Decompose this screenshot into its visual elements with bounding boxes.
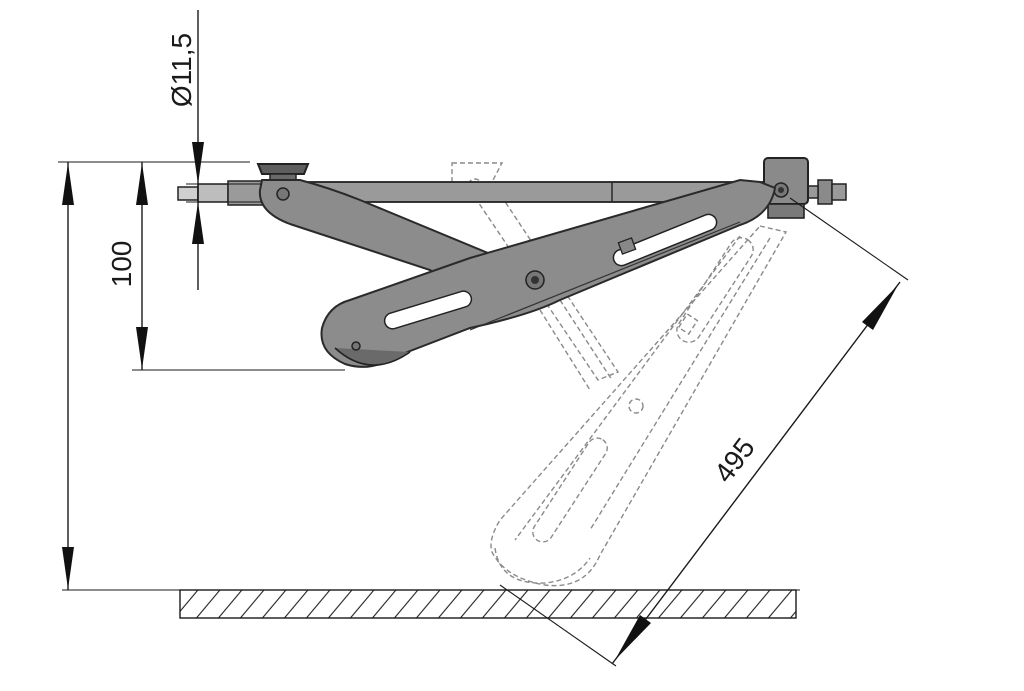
dimension-100-label: 100: [106, 241, 137, 288]
main-leg: [320, 178, 777, 368]
right-end-bracket: [763, 157, 809, 219]
dimension-overall-height: [58, 161, 132, 590]
ground-hatch: [179, 589, 797, 619]
dimension-100: 100: [106, 161, 345, 371]
dimension-diameter-label: Ø11,5: [166, 33, 197, 107]
dimension-diameter: Ø11,5: [166, 10, 262, 290]
dimension-495-label: 495: [708, 432, 761, 488]
